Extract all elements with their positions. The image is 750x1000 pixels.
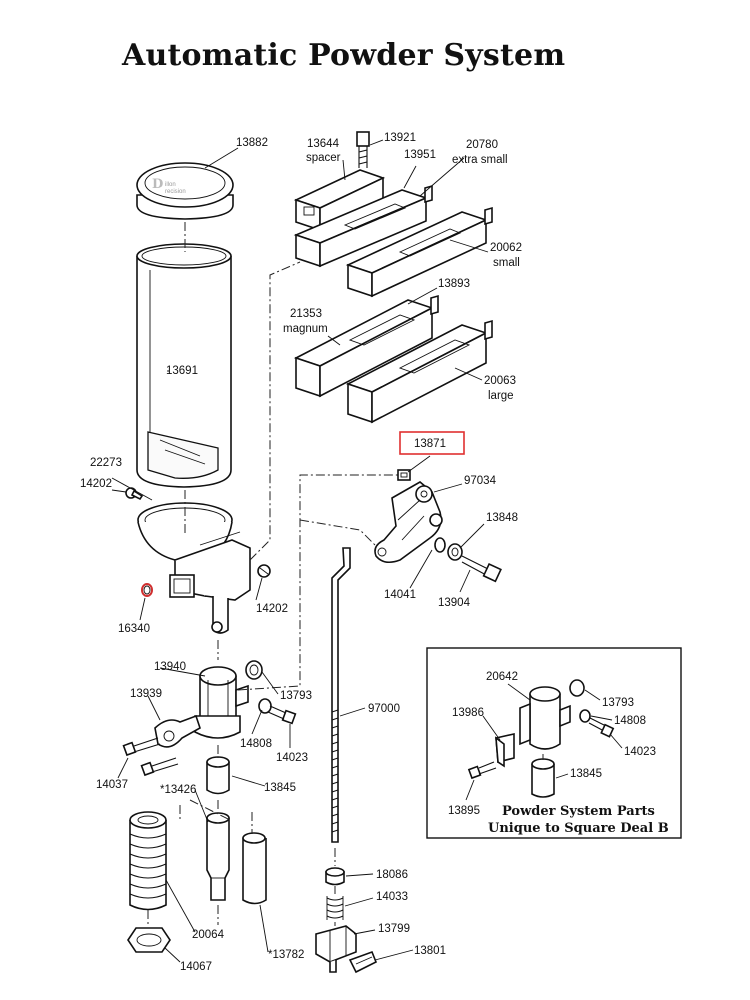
label-13904: 13904 <box>438 597 471 609</box>
label-20062-desc: small <box>493 257 520 269</box>
powder-tube-13691 <box>136 243 232 488</box>
powder-bar-20780 <box>293 184 433 268</box>
powder-bar-20062 <box>345 206 493 298</box>
label-13871: 13871 <box>414 438 446 450</box>
label-20063-desc: large <box>488 390 514 402</box>
screw-14023 <box>267 705 297 725</box>
label-21353-desc: magnum <box>283 323 328 335</box>
label-13644-desc: spacer <box>306 152 341 164</box>
screw-14037 <box>122 737 179 777</box>
powder-lid-13882: D illon recision <box>136 162 234 220</box>
label-13426: *13426 <box>160 784 196 796</box>
screw-14202-left <box>125 487 144 501</box>
rod-97000 <box>331 547 351 843</box>
label-97034: 97034 <box>464 475 497 487</box>
spacer-13871 <box>397 469 411 481</box>
inset-label-13793: 13793 <box>602 697 634 709</box>
charge-bar-13940 <box>194 666 249 739</box>
actuator-13799 <box>315 925 357 973</box>
bolt-13904 <box>461 555 502 583</box>
label-20062: 20062 <box>490 242 522 254</box>
clamp-13939 <box>154 714 201 748</box>
bushing-13848 <box>447 543 463 561</box>
label-14041: 14041 <box>384 589 416 601</box>
label-13939: 13939 <box>130 688 162 700</box>
label-14067: 14067 <box>180 961 212 973</box>
page-title: Automatic Powder System <box>122 38 566 73</box>
inset-caption-line1: Powder System Parts <box>502 804 655 819</box>
label-13801: 13801 <box>414 945 446 957</box>
label-13691: 13691 <box>166 365 198 377</box>
label-13951: 13951 <box>404 149 436 161</box>
inset-label-20642: 20642 <box>486 671 518 683</box>
label-13848: 13848 <box>486 512 518 524</box>
bushing-13845 <box>206 756 230 795</box>
threaded-tube-20064 <box>129 811 167 911</box>
oring-16340 <box>141 583 153 597</box>
die-13782 <box>242 832 267 905</box>
leader-lines <box>111 139 623 963</box>
label-13893: 13893 <box>438 278 470 290</box>
label-21353: 21353 <box>290 308 322 320</box>
inset-label-13895: 13895 <box>448 805 480 817</box>
label-22273: 22273 <box>90 457 122 469</box>
label-14033: 14033 <box>376 891 408 903</box>
powder-bar-20063 <box>345 319 493 424</box>
bell-crank-97034 <box>374 481 443 564</box>
powder-bar-21353 <box>293 294 439 398</box>
label-13921: 13921 <box>384 132 416 144</box>
label-20780: 20780 <box>466 139 498 151</box>
spacer-13644 <box>293 169 386 232</box>
label-14202-right: 14202 <box>256 603 288 615</box>
inset-label-13986: 13986 <box>452 707 484 719</box>
svg-text:recision: recision <box>165 189 186 195</box>
inset-label-14808: 14808 <box>614 715 646 727</box>
washer-13793 <box>245 660 263 680</box>
label-16340: 16340 <box>118 623 150 635</box>
label-13882: 13882 <box>236 137 268 149</box>
label-20780-desc: extra small <box>452 154 508 166</box>
die-13426 <box>206 812 230 901</box>
label-14808: 14808 <box>240 738 272 750</box>
svg-text:D: D <box>152 177 163 192</box>
washer-14041 <box>434 537 446 553</box>
spring-14033 <box>326 896 344 920</box>
inset-label-14023: 14023 <box>624 746 656 758</box>
powder-measure-22273 <box>137 502 251 634</box>
label-13782: *13782 <box>268 949 304 961</box>
clip-13801 <box>348 950 378 974</box>
highlight-box-13871 <box>399 431 465 455</box>
label-18086: 18086 <box>376 869 408 881</box>
screw-13921 <box>356 131 370 168</box>
label-14202-left: 14202 <box>80 478 112 490</box>
label-14037: 14037 <box>96 779 128 791</box>
screw-14202-right <box>257 564 271 578</box>
label-20064: 20064 <box>192 929 225 941</box>
inset-caption-line2: Unique to Square Deal B <box>488 821 669 836</box>
nut-18086 <box>325 867 345 886</box>
label-13940: 13940 <box>154 661 186 673</box>
inset-label-13845: 13845 <box>570 768 602 780</box>
label-14023: 14023 <box>276 752 308 764</box>
label-97000: 97000 <box>368 703 400 715</box>
label-20063: 20063 <box>484 375 516 387</box>
label-13845: 13845 <box>264 782 296 794</box>
label-13644: 13644 <box>307 138 340 150</box>
label-13799: 13799 <box>378 923 410 935</box>
nut-14067 <box>127 927 171 953</box>
part-labels: 13882 13691 22273 14202 14202 16340 1364… <box>80 132 669 973</box>
label-13793: 13793 <box>280 690 312 702</box>
inset-square-deal-b <box>426 647 682 839</box>
svg-text:illon: illon <box>165 182 176 188</box>
washer-14808 <box>258 698 272 714</box>
